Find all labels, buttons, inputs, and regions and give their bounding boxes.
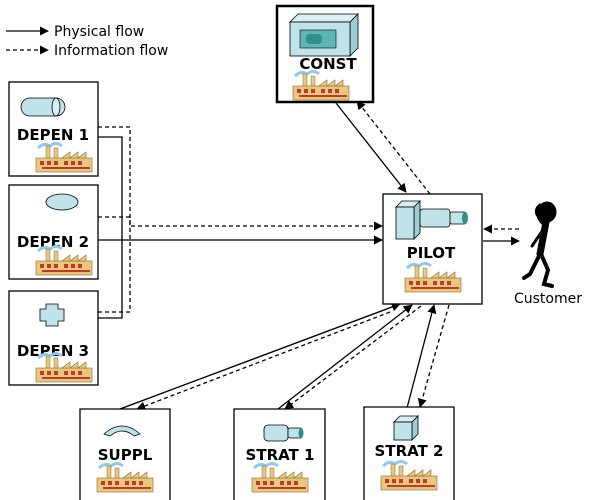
node-strat1: STRAT 1 [233,408,326,500]
flow-strat2-pilot-physical [406,304,437,409]
node-depen2-label: DEPEN 2 [17,233,89,251]
flow-suppl-pilot-physical [119,302,401,410]
flow-pilot-suppl-info [136,311,391,411]
cylinder-part-icon [20,97,66,117]
flow-const-pilot-physical [335,102,407,193]
connectors [98,100,520,411]
cnc-machine-icon [289,13,359,57]
arc-part-icon [103,425,141,437]
node-pilot: PILOT [382,193,483,305]
node-depen3: DEPEN 3 [8,290,99,386]
flow-pilot-strat2-info [417,304,450,408]
cube-part-icon [393,415,419,441]
customer: Customer [514,201,582,307]
legend-information-label: Information flow [54,43,168,59]
flow-depen-bracket-info [98,126,131,313]
node-strat2: STRAT 2 [363,406,455,500]
legend: Physical flow Information flow [6,24,168,59]
node-const-label: CONST [299,55,357,73]
node-strat1-label: STRAT 1 [246,446,315,464]
legend-physical-label: Physical flow [54,24,144,40]
cross-part-icon [39,303,65,327]
flow-depen-pilot-info [98,216,383,231]
node-depen1-label: DEPEN 1 [17,126,89,144]
node-suppl-label: SUPPL [98,446,153,464]
node-depen3-label: DEPEN 3 [17,342,89,360]
node-suppl-box [79,408,171,500]
flow-pilot-strat1-info [284,305,422,410]
shaft-part-icon [263,424,304,442]
flow-strat1-pilot-physical [277,304,413,410]
thinking-person-icon [522,201,557,288]
node-depen1: DEPEN 1 [8,81,99,177]
node-suppl: SUPPL [79,408,171,500]
node-depen2: DEPEN 2 [8,184,99,280]
node-pilot-label: PILOT [407,244,456,262]
flow-depen-bracket-physical [98,136,123,319]
flow-pilot-const-info [356,100,431,195]
disc-part-icon [45,193,79,211]
customer-label: Customer [514,291,582,307]
node-const: CONST [275,4,375,104]
machine-tool-icon [395,200,468,240]
node-strat2-label: STRAT 2 [375,442,444,460]
